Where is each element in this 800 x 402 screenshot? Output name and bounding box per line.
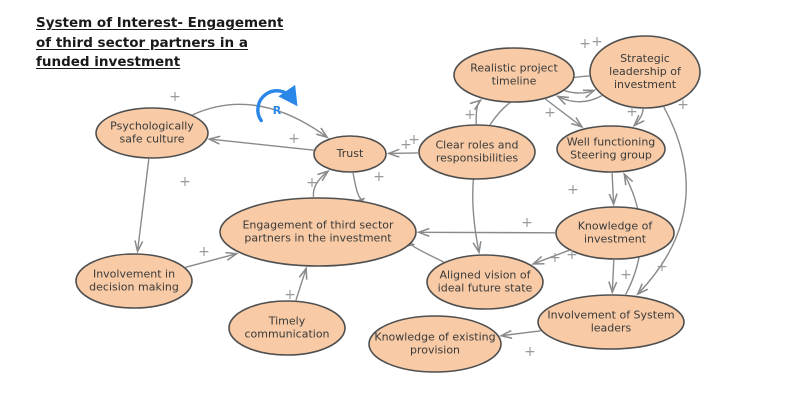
page-title: System of Interest- Engagement of third … xyxy=(36,14,306,73)
node-shape-psych[interactable] xyxy=(95,107,209,159)
node-trust[interactable]: Trust xyxy=(313,135,387,173)
link-knowinv-to-sysleaders xyxy=(612,259,614,292)
link-knowinv-to-aligned xyxy=(533,249,570,263)
node-shape-sysleaders[interactable] xyxy=(537,294,685,350)
link-strategic-to-realistic xyxy=(558,94,603,102)
link-strategic-to-steering xyxy=(634,108,643,125)
node-shape-realistic[interactable] xyxy=(453,47,575,103)
link-realistic-to-strategic xyxy=(564,91,594,94)
polarity-trust-to-engagement: + xyxy=(373,169,385,185)
polarity-knowinv-to-engagement: + xyxy=(521,215,533,231)
link-aligned-to-engagement xyxy=(412,245,445,263)
polarity-clearroles-to-trust: + xyxy=(400,137,412,153)
link-steering-to-knowinv xyxy=(612,172,614,204)
polarity-strategic-to-sysleaders: + xyxy=(677,97,689,113)
link-engagement-to-trust xyxy=(312,171,328,198)
polarity-steering-to-knowinv: + xyxy=(567,182,579,198)
polarity-knowinv-to-sysleaders: + xyxy=(620,267,632,283)
polarity-psych-to-trust: + xyxy=(169,89,181,105)
link-clearroles-to-realistic xyxy=(476,100,480,125)
node-shape-aligned[interactable] xyxy=(426,254,544,310)
polarity-realistic-to-steering: + xyxy=(544,105,556,121)
node-shape-timely[interactable] xyxy=(228,300,346,356)
polarity-sysleaders-to-steering: + xyxy=(656,259,668,275)
reinforcing-loop-marker: R xyxy=(256,84,298,123)
page-title-line-3: funded investment xyxy=(36,54,181,71)
polarity-clearroles-to-realistic: + xyxy=(464,107,476,123)
polarity-aligned-to-engagement: + xyxy=(566,247,578,263)
link-realistic-to-steering xyxy=(544,98,581,127)
link-sysleaders-to-knowexist xyxy=(502,331,541,336)
node-shape-steering[interactable] xyxy=(556,125,666,173)
polarity-realistic-to-strategic: + xyxy=(591,34,603,50)
node-shape-involvedm[interactable] xyxy=(75,253,193,309)
link-strategic-to-sysleaders xyxy=(638,106,687,294)
polarity-involvedm-to-engagement: + xyxy=(198,244,210,260)
link-timely-to-engagement xyxy=(295,269,306,301)
node-shape-trust[interactable] xyxy=(313,135,387,173)
polarity-engagement-to-trust: + xyxy=(306,175,318,191)
polarity-timely-to-engagement: + xyxy=(284,287,296,303)
polarity-psych-to-involvedm: + xyxy=(179,174,191,190)
node-shape-knowexist[interactable] xyxy=(368,315,502,373)
node-shape-engagement[interactable] xyxy=(219,197,417,267)
polarity-layer: ++++++++++++++++++++++ xyxy=(169,34,689,360)
polarity-strategic-to-realistic: + xyxy=(579,36,591,52)
polarity-strategic-to-steering: + xyxy=(626,104,638,120)
link-clearroles-to-trust xyxy=(389,153,419,154)
link-involvedm-to-engagement xyxy=(185,254,237,268)
node-shape-clearroles[interactable] xyxy=(418,124,536,180)
page-title-line-1: System of Interest- Engagement xyxy=(36,15,284,31)
link-psych-to-involvedm xyxy=(138,158,150,251)
polarity-trust-to-psych: + xyxy=(288,131,300,147)
reinforcing-loop-arc-icon xyxy=(256,84,298,123)
polarity-strategic-to-aligned: + xyxy=(408,132,420,148)
link-knowinv-to-engagement xyxy=(419,232,556,233)
polarity-sysleaders-to-knowexist: + xyxy=(524,344,536,360)
link-trust-to-psych xyxy=(210,139,314,151)
reinforcing-loop-label: R xyxy=(273,104,282,117)
polarity-knowinv-to-aligned: + xyxy=(549,250,561,266)
link-trust-to-engagement xyxy=(352,172,363,200)
page-title-line-2: of third sector partners in a xyxy=(36,34,248,51)
node-shape-strategic[interactable] xyxy=(589,35,701,109)
node-shape-knowinv[interactable] xyxy=(555,206,675,260)
